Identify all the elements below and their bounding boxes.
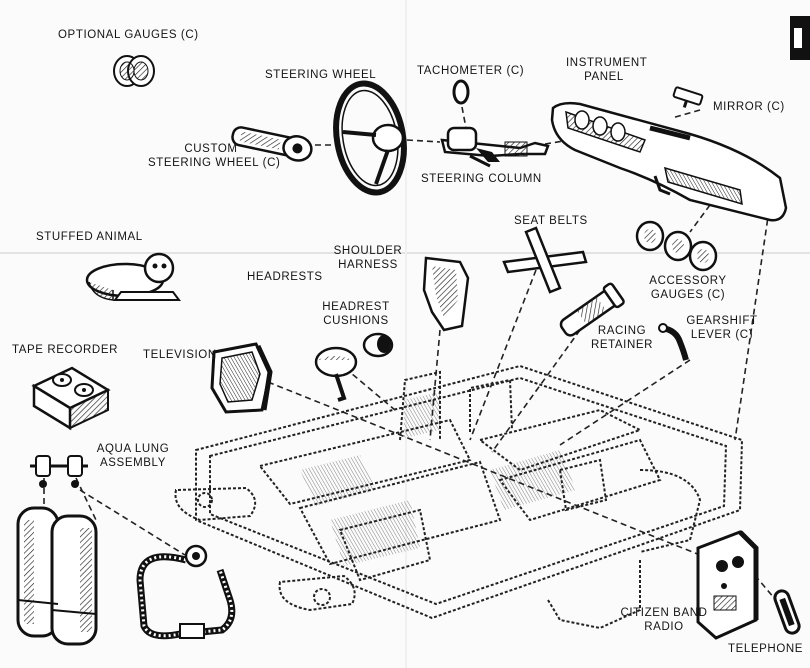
label-aqua-line2: ASSEMBLY [100, 457, 166, 469]
custom-steering-wheel-part [231, 126, 313, 162]
label-shoulder-line1: SHOULDER [333, 245, 403, 257]
optional-gauges-part [113, 55, 155, 87]
telephone-part [773, 589, 801, 635]
headrest-part [314, 346, 358, 402]
label-cb-line2: RADIO [644, 621, 684, 633]
stuffed-animal-part [85, 252, 181, 301]
label-citizen-band-radio: CITIZEN BAND RADIO [612, 606, 716, 634]
seat-belts-part [502, 226, 588, 294]
label-gearshift-line1: GEARSHIFT [686, 315, 758, 327]
label-racing-line1: RACING [597, 325, 647, 337]
label-shoulder-line2: HARNESS [338, 259, 398, 271]
label-instrument-panel-line2: PANEL [584, 71, 624, 83]
label-custom-steering-wheel: CUSTOM STEERING WHEEL (C) [148, 142, 281, 170]
label-steering-wheel: STEERING WHEEL [265, 69, 377, 81]
label-gearshift-line2: LEVER (C) [690, 329, 754, 341]
label-mirror: MIRROR (C) [713, 101, 785, 113]
aqua-lung-hose [136, 544, 236, 640]
label-cb-line1: CITIZEN BAND [620, 607, 708, 619]
label-cushions-line1: HEADREST [322, 301, 390, 313]
label-headrests: HEADRESTS [247, 271, 323, 283]
aqua-lung-tanks [16, 506, 98, 646]
label-stuffed-animal: STUFFED ANIMAL [36, 231, 143, 243]
racing-retainer-part [559, 282, 625, 337]
shoulder-harness-part [422, 256, 470, 332]
citizen-band-radio-part [696, 530, 759, 640]
tachometer-part [452, 79, 470, 105]
tape-recorder-part [31, 366, 111, 431]
label-tape-recorder: TAPE RECORDER [12, 344, 118, 356]
label-optional-gauges: OPTIONAL GAUGES (C) [58, 29, 199, 41]
interior-seat-hatching [300, 392, 576, 566]
label-accessory-line2: GAUGES (C) [650, 289, 726, 301]
interior-tub [174, 364, 744, 630]
label-accessory-line1: ACCESSORY [649, 275, 727, 287]
label-telephone: TELEPHONE [728, 643, 804, 655]
television-part [210, 342, 273, 414]
label-racing-retainer: RACING RETAINER [584, 324, 660, 352]
label-racing-line2: RETAINER [590, 339, 654, 351]
label-accessory-gauges: ACCESSORY GAUGES (C) [648, 274, 728, 302]
headrest-cushion-part [362, 332, 394, 358]
gearshift-lever-part [658, 323, 689, 361]
label-aqua-lung-assembly: AQUA LUNG ASSEMBLY [92, 442, 174, 470]
label-aqua-line1: AQUA LUNG [96, 443, 170, 455]
label-shoulder-harness: SHOULDER HARNESS [332, 244, 404, 272]
label-instrument-panel: INSTRUMENT PANEL [566, 56, 648, 84]
label-instrument-panel-line1: INSTRUMENT [566, 57, 648, 69]
steering-wheel-part [333, 80, 407, 196]
aqua-lung-valves [30, 455, 88, 488]
instrument-panel-part [550, 101, 788, 222]
steering-column-part [440, 126, 550, 168]
page-tab-marker [790, 16, 810, 60]
label-custom-line2: STEERING WHEEL (C) [148, 157, 281, 169]
accessory-gauges-part [635, 220, 718, 272]
label-gearshift-lever: GEARSHIFT LEVER (C) [684, 314, 760, 342]
label-steering-column: STEERING COLUMN [421, 173, 542, 185]
mirror-part [672, 86, 704, 108]
label-tachometer: TACHOMETER (C) [417, 65, 525, 77]
label-seat-belts: SEAT BELTS [514, 215, 588, 227]
fold-line-vertical [405, 0, 407, 668]
label-cushions-line2: CUSHIONS [323, 315, 389, 327]
label-headrest-cushions: HEADREST CUSHIONS [318, 300, 394, 328]
label-custom-line1: CUSTOM [184, 143, 238, 155]
label-television: TELEVISION [143, 349, 217, 361]
